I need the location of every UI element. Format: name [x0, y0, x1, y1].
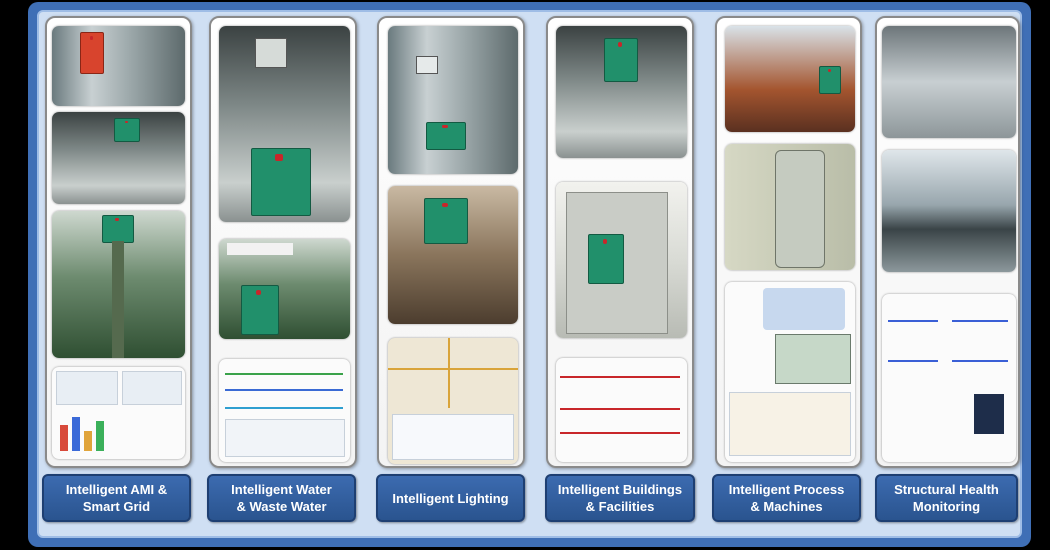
meter-display: [255, 38, 287, 68]
panel: [56, 371, 118, 405]
photo-building-panel: [556, 26, 687, 158]
pole: [112, 241, 124, 358]
photo-switchgear: [52, 26, 185, 106]
photo-building-cabinets: [556, 182, 687, 338]
photo-water-outdoor: [219, 239, 350, 339]
category-label-text: Intelligent Lighting: [392, 490, 509, 506]
floor-plan: [775, 334, 851, 384]
meter-box: [819, 66, 841, 94]
trend-line: [225, 389, 343, 391]
chart-bar: [96, 421, 104, 451]
column-buildings: [546, 16, 694, 468]
cabinet: [775, 150, 825, 268]
category-label-water[interactable]: Intelligent Water & Waste Water: [207, 474, 356, 522]
meter-box: [424, 198, 468, 244]
meter-box: [80, 32, 104, 74]
meter-box: [251, 148, 311, 216]
photo-bridge-underside: [882, 26, 1016, 138]
trend-line: [560, 432, 680, 434]
map-road: [448, 338, 450, 408]
screenshot-building-dashboard: [556, 358, 687, 462]
waveform: [888, 360, 938, 362]
chart-bar: [60, 425, 68, 451]
chart-thumbnail: [974, 394, 1004, 434]
category-label-lighting[interactable]: Intelligent Lighting: [376, 474, 525, 522]
column-structural: [875, 16, 1020, 468]
trend-line: [560, 376, 680, 378]
category-label-process[interactable]: Intelligent Process & Machines: [712, 474, 861, 522]
panel: [225, 419, 345, 457]
meter-box: [241, 285, 279, 335]
trend-line: [560, 408, 680, 410]
map-region: [763, 288, 845, 330]
photo-lighting-install: [388, 186, 518, 324]
photo-water-cabinet: [219, 26, 350, 222]
screenshot-water-dashboard: [219, 359, 350, 462]
screenshot-dashboard: [52, 367, 185, 459]
category-label-text: Intelligent Water & Waste Water: [231, 482, 332, 514]
meter-box: [114, 118, 140, 142]
column-process: [715, 16, 862, 468]
category-label-structural[interactable]: Structural Health Monitoring: [875, 474, 1018, 522]
data-table: [729, 392, 851, 456]
meter-box: [604, 38, 638, 82]
map-road: [388, 368, 518, 370]
photo-process-cabinet: [725, 144, 855, 270]
data-table: [392, 414, 514, 460]
trend-line: [225, 407, 343, 409]
chart-bar: [84, 431, 92, 451]
screenshot-vibration-charts: [882, 294, 1016, 462]
category-label-text: Intelligent AMI & Smart Grid: [65, 482, 168, 514]
column-lighting: [377, 16, 525, 468]
screenshot-lighting-map: [388, 338, 518, 464]
panel: [122, 371, 182, 405]
column-water: [209, 16, 357, 468]
photo-lighting-cabinet: [388, 26, 518, 174]
meter-box: [426, 122, 466, 150]
photo-machinery: [725, 26, 855, 132]
category-label-buildings[interactable]: Intelligent Buildings & Facilities: [545, 474, 695, 522]
column-ami: [45, 16, 192, 468]
waveform: [952, 320, 1008, 322]
chart-bar: [72, 417, 80, 451]
meter-box: [102, 215, 134, 243]
waveform: [888, 320, 938, 322]
category-label-text: Structural Health Monitoring: [894, 482, 999, 514]
trend-line: [225, 373, 343, 375]
screenshot-process-dashboard: [725, 282, 855, 462]
category-label-text: Intelligent Buildings & Facilities: [557, 482, 683, 514]
sign-board: [227, 243, 293, 255]
waveform: [952, 360, 1008, 362]
photo-transformer: [52, 112, 185, 204]
photo-pole: [52, 211, 185, 358]
meter-display: [416, 56, 438, 74]
category-label-text: Intelligent Process & Machines: [728, 482, 845, 514]
photo-bridge-river: [882, 150, 1016, 272]
meter-box: [588, 234, 624, 284]
category-label-ami[interactable]: Intelligent AMI & Smart Grid: [42, 474, 191, 522]
